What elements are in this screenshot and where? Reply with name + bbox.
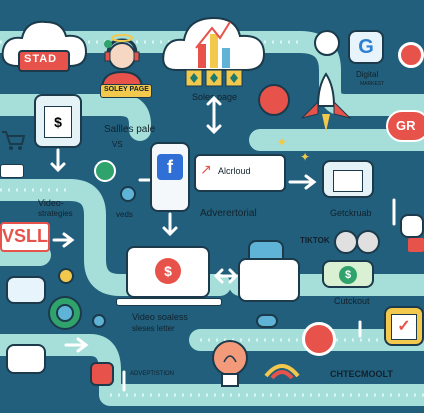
cloud-chart-icon <box>162 16 266 71</box>
rocket-icon <box>300 72 352 132</box>
stop-button-icon <box>90 362 114 386</box>
gr-badge <box>386 110 424 142</box>
alcrloud-card <box>194 154 286 192</box>
lightbulb-icon <box>212 340 248 387</box>
sales-page-card: $ <box>34 94 82 148</box>
gr-label: GR <box>396 118 416 133</box>
target-icon <box>398 42 424 68</box>
vsll-badge <box>0 222 50 252</box>
laptop-base <box>116 298 222 306</box>
dot-icon <box>104 40 112 48</box>
laptop-icon: $ <box>126 246 210 298</box>
strategies-label: strategies <box>38 209 73 218</box>
sales-letter-label: sleses letter <box>132 324 175 333</box>
tiktok-label: TIKTOK <box>300 236 330 245</box>
stad-label: STAD <box>24 53 58 65</box>
browser-card <box>238 258 300 302</box>
envelope-icon <box>6 276 46 304</box>
gear-icon <box>48 296 82 330</box>
video-label: Video- <box>38 198 64 208</box>
pin-icon <box>120 186 136 202</box>
small-tag <box>0 164 24 178</box>
binoculars-icon <box>334 230 380 254</box>
coin-icon <box>58 268 74 284</box>
check-icon <box>94 160 116 182</box>
stad-badge <box>18 50 70 72</box>
diamond-icons <box>184 68 244 88</box>
wifi-icon <box>264 364 300 380</box>
google-card: G <box>348 30 384 64</box>
alcrloud-label: Alcrloud <box>218 166 251 176</box>
advertistion-label: ADVEPTISTION <box>130 371 175 377</box>
red-circle-icon <box>258 84 290 116</box>
cloud-icon <box>256 314 278 328</box>
laptop-icon <box>322 160 374 198</box>
stopwatch-icon <box>302 322 336 356</box>
money-icon: $ <box>322 260 374 288</box>
phone-card: f <box>150 142 190 212</box>
cutckout-label: Cutckout <box>334 296 370 306</box>
dollar-icon: $ <box>44 106 72 138</box>
chtecmoolt-label: CHTECMOOLT <box>330 369 393 379</box>
advertorial-label: Adverertorial <box>200 208 257 219</box>
sparkle-icon: ✦ <box>276 134 288 150</box>
facebook-icon: f <box>157 154 183 180</box>
pointer-icon: ↗ <box>200 162 212 178</box>
checkmark-card: ✓ <box>384 306 424 346</box>
market-label: MARKEST <box>360 81 385 87</box>
cart-icon <box>2 131 26 150</box>
vs-label: VS <box>112 140 123 149</box>
video-sales-label: Video soaless <box>132 312 188 322</box>
soley-page-badge <box>100 84 152 98</box>
red-tag <box>408 238 424 252</box>
dollar-icon: $ <box>155 258 181 284</box>
calendar-icon <box>400 214 424 238</box>
digital-label: Digital <box>356 70 379 79</box>
pointer-icon <box>314 30 340 56</box>
veds-label: veds <box>116 210 133 219</box>
envelope-icon <box>6 344 46 374</box>
gear-icon <box>92 314 106 328</box>
sparkle-icon: ✦ <box>300 150 311 164</box>
laptop-screen <box>333 170 363 192</box>
getckrub-label: Getckruab <box>330 208 372 218</box>
vsll-label: VSLL <box>2 226 49 246</box>
soley-page-label: SOLEY PAGE <box>104 86 149 93</box>
salles-pale-label: Sallles pale <box>104 124 156 135</box>
